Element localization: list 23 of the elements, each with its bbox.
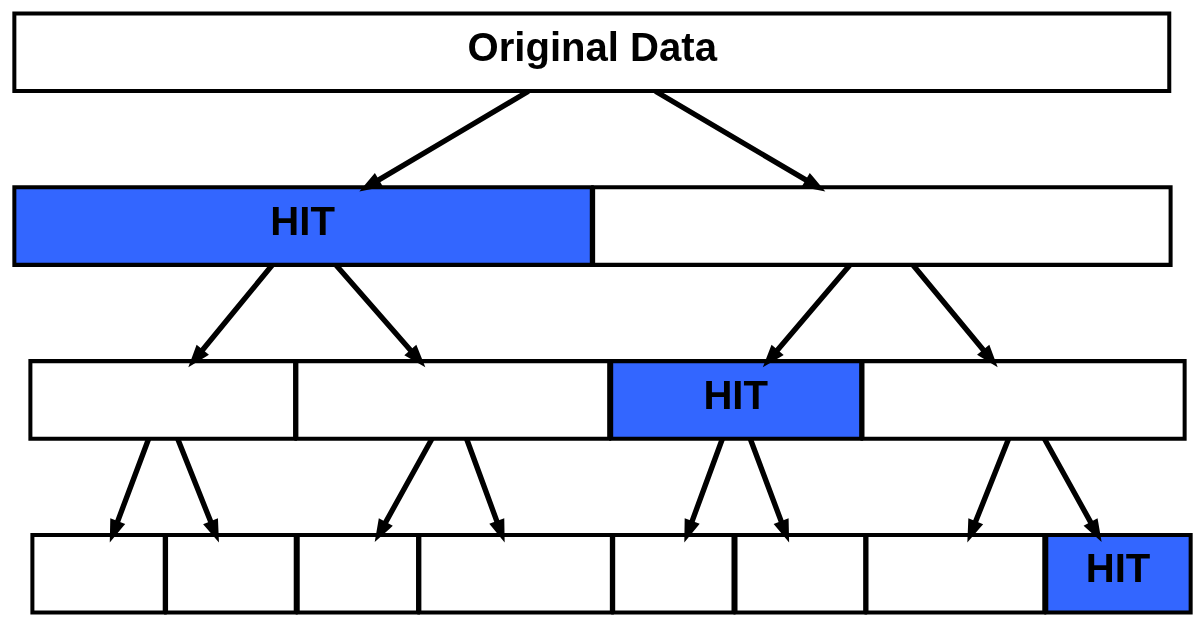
arrow: [683, 437, 725, 543]
arrow: [747, 437, 789, 543]
node-box: [590, 185, 1173, 267]
node-box: [610, 532, 735, 615]
node-box: [29, 532, 167, 615]
arrow: [174, 437, 219, 543]
node-box: HIT: [1043, 532, 1193, 615]
node-box: [295, 532, 420, 615]
node-box: [293, 359, 611, 441]
node-box: [27, 359, 297, 441]
node-box: Original Data: [11, 11, 1171, 94]
arrow: [109, 437, 151, 543]
arrow: [374, 437, 434, 542]
arrow: [1041, 437, 1102, 542]
node-box: HIT: [11, 185, 594, 267]
arrow: [463, 437, 505, 543]
node-box: [860, 359, 1187, 441]
node-box: HIT: [608, 359, 863, 441]
node-box: [733, 532, 867, 615]
node-box: [864, 532, 1046, 615]
arrow: [966, 437, 1011, 543]
node-box: [416, 532, 614, 615]
node-box: [163, 532, 298, 615]
